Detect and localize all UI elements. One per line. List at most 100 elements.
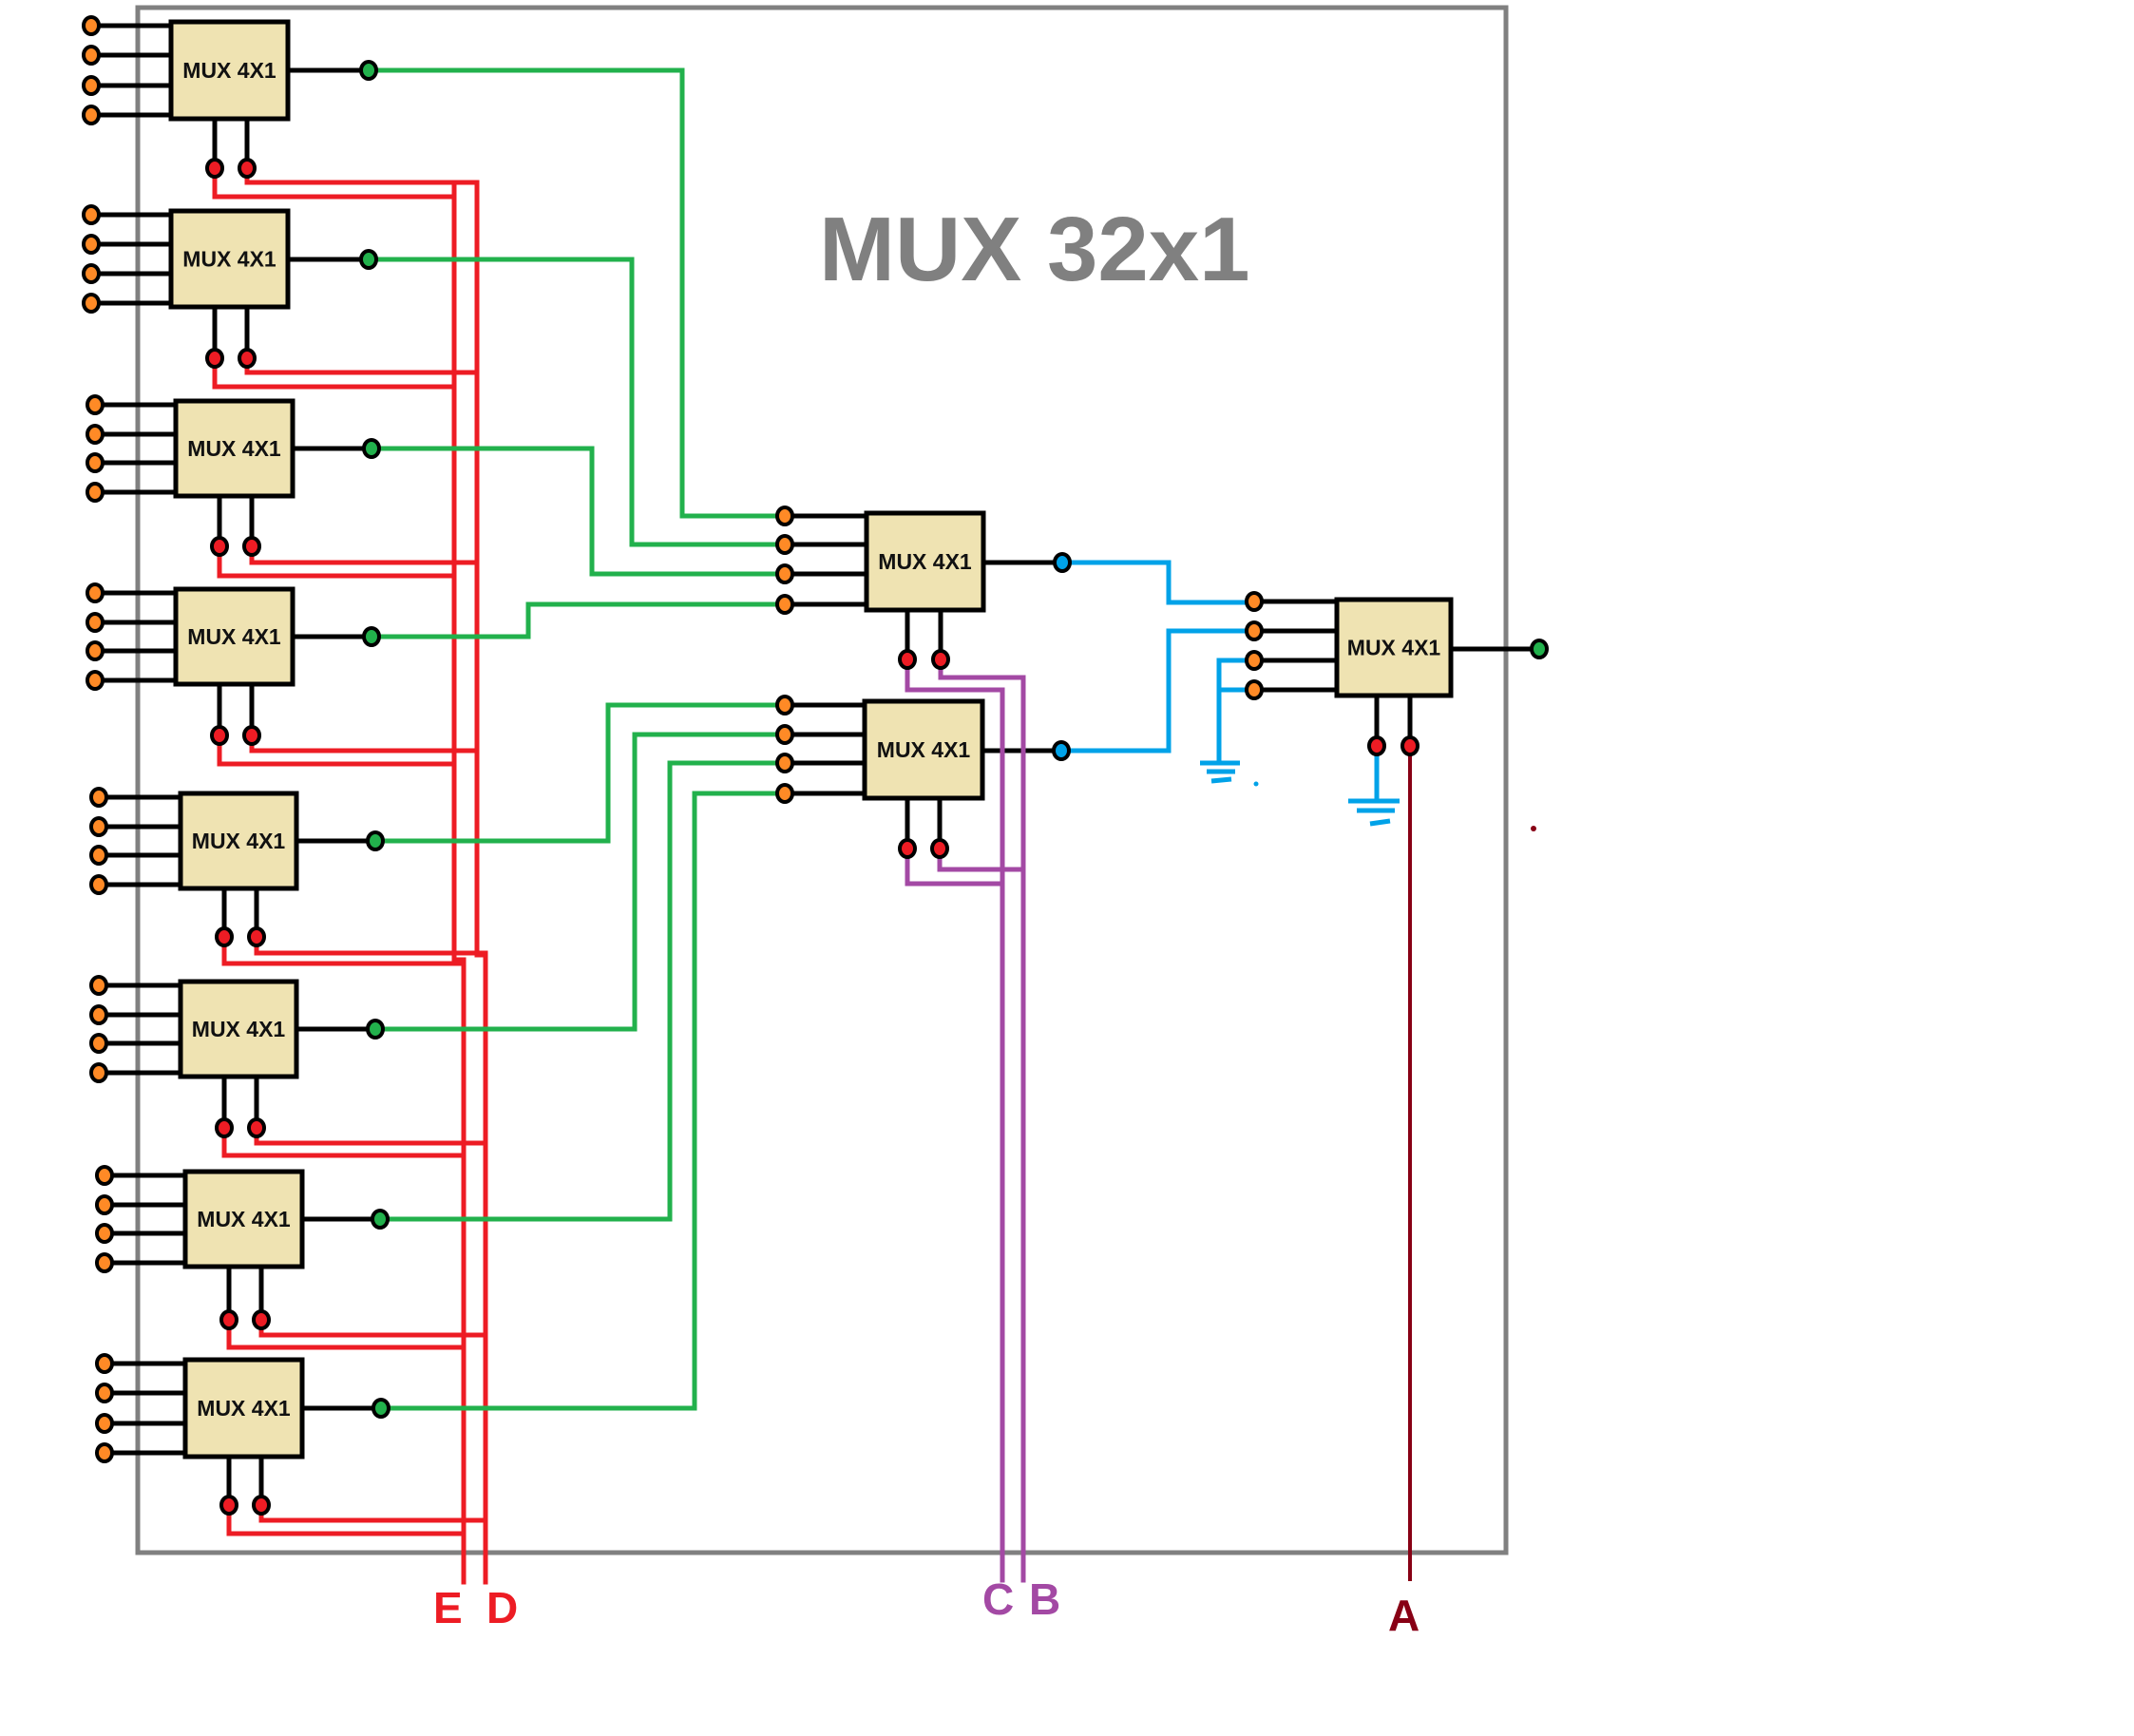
- stage1-mux-5-select-pin-2: [247, 926, 266, 947]
- stage1-mux-4-select-wire-e: [217, 742, 457, 767]
- stage1-mux-3-select-wire-d: [249, 553, 480, 565]
- mux-block-body: [178, 979, 299, 1079]
- stage1-mux-7-route-wire: [377, 760, 788, 1222]
- stage2-mux-2: MUX 4X1: [862, 698, 985, 801]
- stage2-mux-1-input-pin-3: [775, 563, 794, 584]
- signal-label-b: B: [1029, 1574, 1060, 1624]
- stage1-mux-4-select-pin-1: [210, 725, 229, 746]
- stage1-mux-6-select-wire-d: [254, 1135, 488, 1146]
- stage1-mux-7-output-pin: [371, 1209, 390, 1230]
- stage1-mux-5-select-wire-d: [254, 944, 488, 956]
- mux-block-body: [168, 19, 291, 122]
- stage1-mux-8-select-wire-d: [258, 1512, 488, 1523]
- mux-block-label: MUX 4X1: [197, 1207, 291, 1231]
- stage1-mux-8-input-pin-1: [95, 1353, 114, 1374]
- stage1-mux-1-select-pin-1: [205, 158, 224, 179]
- stage1-mux-3-input-pin-2: [86, 424, 105, 445]
- mux-block-body: [1334, 597, 1454, 698]
- stage2-mux-1-select-wire-c: [905, 666, 1005, 693]
- signal-label-a: A: [1388, 1591, 1419, 1640]
- mux-block-body: [864, 510, 986, 613]
- stage1-mux-8-output-pin: [372, 1398, 391, 1419]
- stage1-mux-6-select-pin-1: [215, 1117, 234, 1138]
- stage1-mux-8-select-wire-e: [226, 1512, 467, 1536]
- stage1-mux-2: MUX 4X1: [168, 208, 291, 310]
- stage1-mux-7-select-pin-1: [219, 1309, 238, 1330]
- stage1-mux-2-input-pin-4: [82, 293, 101, 314]
- stage1-mux-5-input-pin-1: [89, 787, 108, 808]
- stage1-mux-4-output-pin: [362, 626, 381, 647]
- mux-block-label: MUX 4X1: [878, 549, 972, 574]
- stage1-mux-1-input-pin-1: [82, 15, 101, 36]
- stage2-mux-2-input-pin-3: [775, 753, 794, 773]
- stage1-mux-7-input-pin-1: [95, 1165, 114, 1186]
- stage2-mux-1-input-pin-2: [775, 534, 794, 555]
- stage1-mux-4-input-pin-4: [86, 670, 105, 691]
- stage1-mux-1: MUX 4X1: [168, 19, 291, 122]
- stage3-mux-input-pin-1: [1245, 591, 1264, 612]
- select-ground-bar-3: [1369, 818, 1391, 827]
- stage1-mux-4-input-pin-1: [86, 582, 105, 603]
- mux-block-label: MUX 4X1: [182, 58, 276, 83]
- mux-block-body: [173, 398, 295, 499]
- stage1-mux-8-input-pin-3: [95, 1413, 114, 1434]
- stage1-mux-3-output-pin: [362, 438, 381, 459]
- stage3-mux-input-pin-4: [1245, 679, 1264, 700]
- stage2-mux-1-input-pin-4: [775, 594, 794, 615]
- stage1-mux-8-input-pin-4: [95, 1442, 114, 1463]
- ground-symbol-bar-3: [1210, 776, 1232, 784]
- stage1-mux-6-select-wire-e: [221, 1135, 467, 1158]
- stage1-mux-6-input-pin-3: [89, 1033, 108, 1054]
- stage1-mux-5-output-pin: [366, 830, 385, 851]
- signal-label-d: D: [486, 1583, 518, 1632]
- stage1-mux-2-input-pin-1: [82, 204, 101, 225]
- wires: [88, 23, 1536, 1585]
- stage1-mux-8-select-pin-2: [252, 1495, 271, 1516]
- stage1-mux-1-output-pin: [359, 60, 378, 81]
- stage2-mux-2-select-pin-2: [930, 838, 949, 859]
- stage1-mux-2-route-wire: [366, 257, 788, 547]
- mux-block-body: [182, 1357, 305, 1459]
- stage3-mux-input-pin-3: [1245, 650, 1264, 671]
- stage1-mux-6: MUX 4X1: [178, 979, 299, 1079]
- stage1-mux-8-input-pin-2: [95, 1383, 114, 1403]
- stage1-mux-7: MUX 4X1: [182, 1169, 305, 1269]
- stage1-mux-2-output-pin: [359, 249, 378, 270]
- stage3-mux: MUX 4X1: [1334, 597, 1454, 698]
- stage1-mux-5-input-pin-2: [89, 816, 108, 837]
- stage1-mux-6-input-pin-1: [89, 975, 108, 996]
- stage2-mux-1-select-pin-1: [898, 649, 917, 670]
- stage1-mux-8-select-pin-1: [219, 1495, 238, 1516]
- stage1-mux-4-input-pin-3: [86, 640, 105, 661]
- stage1-mux-3-select-pin-1: [210, 536, 229, 557]
- stage1-mux-6-input-pin-2: [89, 1004, 108, 1025]
- stage1-mux-3-route-wire: [369, 446, 788, 577]
- stage1-mux-5-input-pin-4: [89, 874, 108, 895]
- stage1-mux-4-select-wire-d: [249, 742, 480, 754]
- stage1-mux-5-input-pin-3: [89, 845, 108, 866]
- stage1-mux-3: MUX 4X1: [173, 398, 295, 499]
- mux-block-body: [173, 586, 295, 687]
- stage1-mux-3-input-pin-1: [86, 394, 105, 415]
- stage1-mux-7-select-pin-2: [252, 1309, 271, 1330]
- select-bus-e-lower: [451, 957, 467, 1585]
- stage1-mux-1-input-pin-3: [82, 75, 101, 96]
- stage1-mux-5-select-pin-1: [215, 926, 234, 947]
- stage1-mux-3-select-pin-2: [242, 536, 261, 557]
- stray-dot-a: [1531, 826, 1536, 831]
- stage1-mux-4-select-pin-2: [242, 725, 261, 746]
- mux-block-label: MUX 4X1: [187, 436, 281, 461]
- stage2-mux-2-route-wire: [1058, 628, 1257, 754]
- stage1-mux-2-select-pin-1: [205, 348, 224, 369]
- mux-block-label: MUX 4X1: [877, 737, 971, 762]
- stage1-mux-2-input-pin-2: [82, 234, 101, 255]
- mux-block-body: [182, 1169, 305, 1269]
- stage1-mux-7-input-pin-3: [95, 1223, 114, 1244]
- mux-block-body: [168, 208, 291, 310]
- stage2-mux-1-input-pin-1: [775, 506, 794, 526]
- stage2-mux-1-output-pin: [1053, 552, 1072, 573]
- stage1-mux-4: MUX 4X1: [173, 586, 295, 687]
- stage1-mux-3-input-pin-3: [86, 452, 105, 473]
